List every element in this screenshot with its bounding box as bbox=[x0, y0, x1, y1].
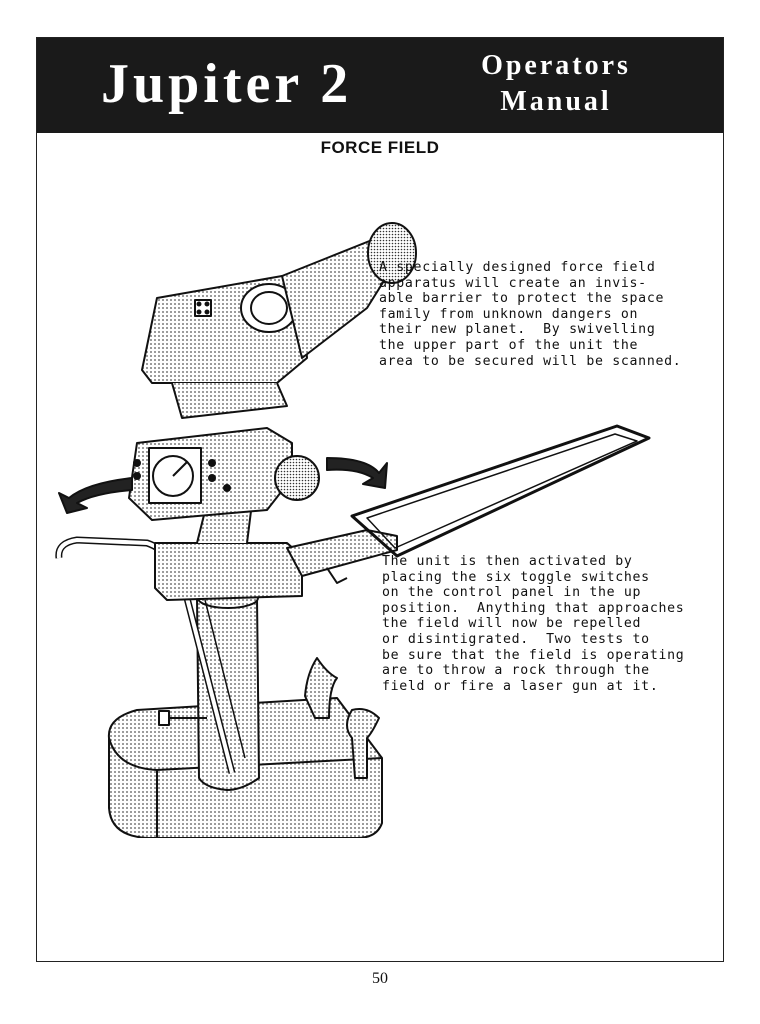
support-arm bbox=[286, 529, 398, 584]
support-column bbox=[196, 587, 260, 791]
subtitle-line-2: Manual bbox=[500, 86, 612, 117]
adjust-screw bbox=[158, 710, 207, 726]
manual-subtitle: Operators Manual bbox=[477, 48, 635, 120]
manual-title: Jupiter 2 bbox=[101, 53, 353, 115]
insulator-knobs bbox=[304, 657, 380, 779]
section-title: FORCE FIELD bbox=[320, 138, 440, 157]
description-paragraph-1: A specially designed force field apparat… bbox=[379, 260, 682, 369]
projector-housing bbox=[141, 222, 417, 419]
page-frame: Jupiter 2 Operators Manual FORCE FIELD bbox=[36, 37, 724, 962]
page-number: 50 bbox=[372, 970, 388, 987]
swivel-arrows bbox=[58, 457, 388, 514]
header-banner: Jupiter 2 Operators Manual bbox=[37, 38, 723, 133]
force-field-apparatus-illustration bbox=[55, 222, 651, 838]
scan-frame bbox=[350, 424, 651, 558]
control-head bbox=[128, 427, 320, 521]
description-paragraph-2: The unit is then activated by placing th… bbox=[382, 554, 685, 694]
subtitle-line-1: Operators bbox=[481, 50, 631, 81]
